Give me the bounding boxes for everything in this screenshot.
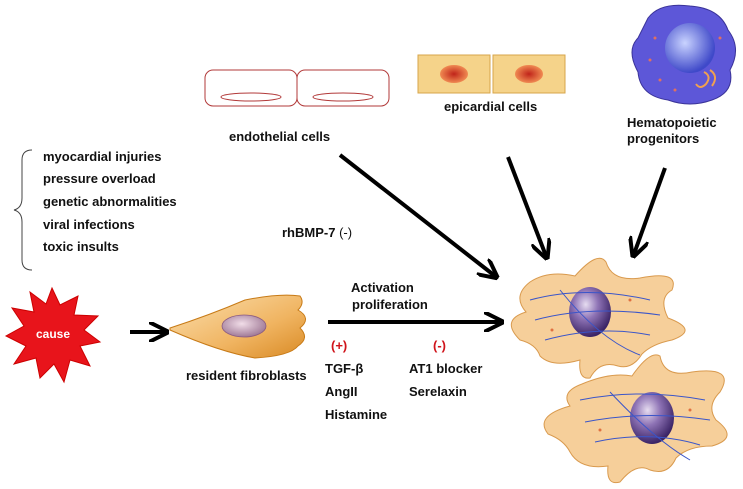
cause-bracket	[13, 149, 33, 271]
hematopoietic-progenitors-label: Hematopoietic progenitors	[627, 115, 717, 148]
myofibroblast-icon	[543, 354, 728, 484]
cause-item: toxic insults	[43, 239, 119, 254]
endothelial-cells-label: endothelial cells	[229, 129, 331, 144]
promoter-sign: (+)	[331, 338, 348, 353]
proliferation-label: proliferation	[352, 297, 428, 312]
promoter-item: TGF-β	[325, 361, 364, 376]
resident-fibroblast-icon	[169, 294, 306, 359]
inhibitor-item: AT1 blocker	[409, 361, 483, 376]
epicardial-cells-label: epicardial cells	[444, 99, 538, 114]
myofibroblast-icon	[510, 257, 686, 379]
hematopoietic-line1: Hematopoietic	[627, 115, 717, 130]
epicardial-cells-icon	[417, 54, 566, 94]
inhibitor-sign: (-)	[433, 338, 446, 353]
epicardial-to-myofibroblast-arrow	[506, 156, 546, 256]
cause-item: myocardial injuries	[43, 149, 162, 164]
resident-fibroblasts-label: resident fibroblasts	[186, 368, 307, 383]
promoter-item: AngII	[325, 384, 358, 399]
promoter-item: Histamine	[325, 407, 388, 422]
rhbmp7-label: rhBMP-7 (-)	[282, 226, 352, 239]
hematopoietic-to-myofibroblast-arrow	[634, 167, 667, 254]
inhibitor-item: Serelaxin	[409, 384, 467, 399]
rhbmp7-sign: (-)	[339, 225, 353, 240]
endothelial-to-myofibroblast-arrow	[338, 153, 495, 276]
rhbmp7-name: rhBMP-7	[282, 225, 336, 240]
activation-label: Activation	[351, 280, 414, 295]
cause-burst-icon	[4, 286, 102, 384]
hematopoietic-progenitor-icon	[631, 4, 736, 105]
cause-item: viral infections	[43, 217, 135, 232]
hematopoietic-line2: progenitors	[627, 131, 700, 147]
cause-item: pressure overload	[43, 171, 156, 186]
cause-item: genetic abnormalities	[43, 194, 177, 209]
endothelial-cells-icon	[204, 69, 390, 107]
cause-label: cause	[36, 327, 71, 341]
